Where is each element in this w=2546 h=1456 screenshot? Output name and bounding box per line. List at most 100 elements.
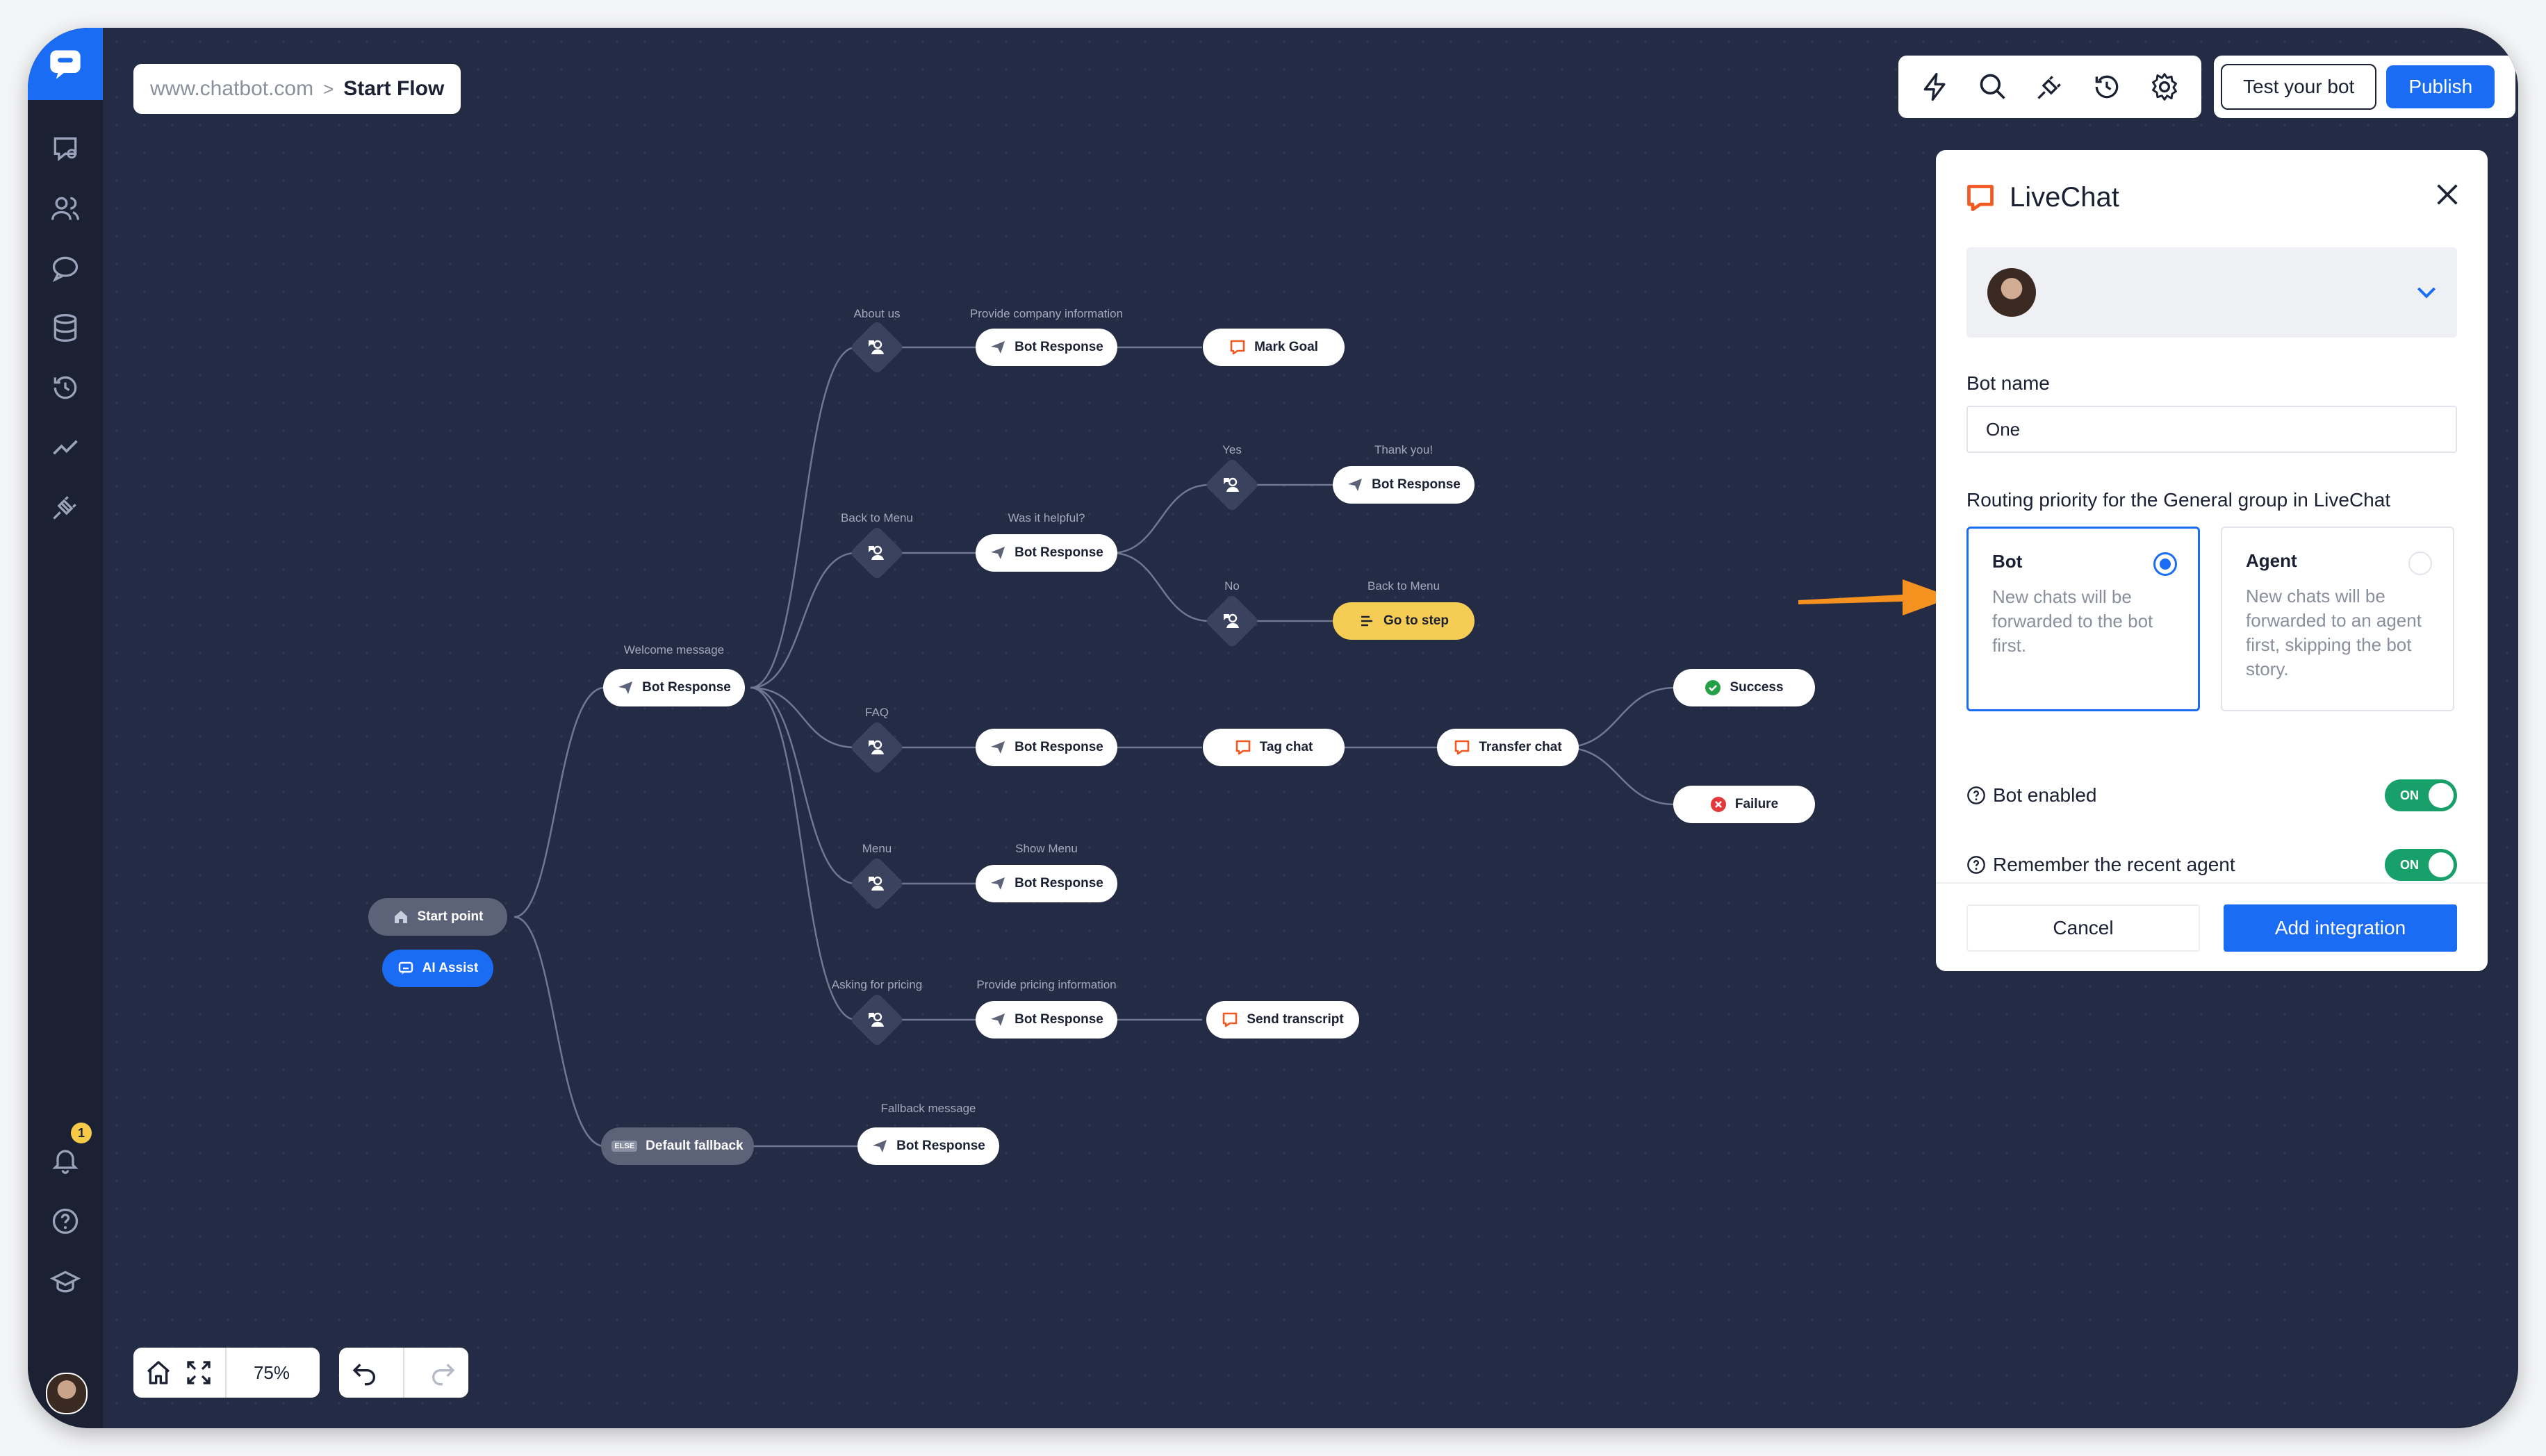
- account-avatar: [1987, 268, 2036, 317]
- sidebar-item-analytics[interactable]: [49, 431, 82, 464]
- node-label: Bot Response: [1015, 740, 1103, 754]
- settings-icon[interactable]: [2149, 72, 2180, 102]
- home-icon[interactable]: [145, 1359, 172, 1387]
- send-icon: [991, 1014, 1005, 1026]
- sidebar-item-users[interactable]: [49, 192, 82, 225]
- cancel-button[interactable]: Cancel: [1966, 904, 2200, 952]
- help-icon[interactable]: [1966, 786, 1986, 805]
- back-label: Back to Menu: [841, 511, 913, 524]
- publish-actions: Test your bot Publish: [2214, 56, 2515, 118]
- sidebar-item-chats[interactable]: [49, 132, 82, 165]
- success-node[interactable]: Success: [1673, 669, 1815, 706]
- user-input-icon: [869, 740, 884, 754]
- node-label: Bot Response: [1015, 1012, 1103, 1027]
- publish-button[interactable]: Publish: [2386, 65, 2495, 108]
- sidebar-item-stories[interactable]: [49, 251, 82, 285]
- home-icon: [394, 911, 407, 923]
- panel-title-text: LiveChat: [2010, 182, 2119, 213]
- mark-goal-node[interactable]: Mark Goal: [1203, 329, 1345, 366]
- bot-response-node[interactable]: Bot Response: [603, 669, 745, 706]
- bot-response-node[interactable]: Bot Response: [976, 865, 1117, 902]
- option-description: New chats will be forwarded to the bot f…: [1992, 586, 2153, 656]
- go-to-step-node[interactable]: Go to step: [1333, 602, 1475, 640]
- zoom-level[interactable]: 75%: [253, 1362, 290, 1383]
- fallback-label: Fallback message: [880, 1102, 976, 1115]
- menu-label: Menu: [862, 842, 892, 855]
- livechat-icon: [1455, 740, 1470, 755]
- sidebar-item-data[interactable]: [49, 311, 82, 345]
- close-icon[interactable]: [2433, 181, 2461, 208]
- routing-option-bot[interactable]: Bot New chats will be forwarded to the b…: [1966, 527, 2200, 711]
- bot-name-label: Bot name: [1966, 372, 2050, 394]
- canvas-toolbar: [1898, 56, 2201, 118]
- help-icon[interactable]: [1966, 855, 1986, 875]
- fit-screen-icon[interactable]: [185, 1359, 213, 1387]
- sidebar-item-integrations[interactable]: [49, 490, 82, 524]
- tag-chat-node[interactable]: Tag chat: [1203, 729, 1345, 766]
- node-label: Go to step: [1383, 613, 1449, 628]
- sidebar-item-help[interactable]: [49, 1205, 82, 1238]
- sidebar-item-notifications[interactable]: [49, 1143, 82, 1177]
- test-bot-button[interactable]: Test your bot: [2221, 64, 2377, 110]
- redo-icon[interactable]: [429, 1359, 457, 1387]
- breadcrumb-site[interactable]: www.chatbot.com: [150, 77, 314, 100]
- failure-node[interactable]: Failure: [1673, 786, 1815, 823]
- lightning-icon[interactable]: [1920, 72, 1950, 102]
- sidebar-item-academy[interactable]: [49, 1266, 82, 1299]
- user-input-icon: [869, 876, 884, 891]
- about-response-label: Provide company information: [969, 307, 1124, 320]
- check-circle-icon: [1705, 680, 1721, 695]
- node-label: Transfer chat: [1479, 740, 1562, 754]
- plug-icon[interactable]: [2035, 72, 2065, 102]
- history-icon[interactable]: [2092, 72, 2122, 102]
- bot-name-input[interactable]: One: [1966, 406, 2457, 453]
- bot-response-node[interactable]: Bot Response: [976, 729, 1117, 766]
- chatbot-logo[interactable]: [28, 28, 103, 100]
- bot-response-node[interactable]: Bot Response: [1333, 466, 1475, 504]
- help-icon: [52, 1208, 79, 1234]
- academy-icon: [50, 1271, 81, 1293]
- routing-label: Routing priority for the General group i…: [1966, 489, 2391, 511]
- option-description: New chats will be forwarded to an agent …: [2246, 586, 2422, 679]
- radio-unselected[interactable]: [2408, 552, 2432, 575]
- database-icon: [54, 314, 77, 342]
- else-badge: ELSE: [611, 1141, 638, 1152]
- sidebar-item-history[interactable]: [49, 371, 82, 404]
- add-integration-button[interactable]: Add integration: [2224, 904, 2457, 952]
- about-label: About us: [853, 307, 901, 320]
- node-label: Default fallback: [646, 1139, 744, 1153]
- account-select[interactable]: [1966, 247, 2457, 338]
- bot-response-node[interactable]: Bot Response: [976, 534, 1117, 572]
- bot-enabled-toggle[interactable]: ON: [2385, 779, 2457, 811]
- default-fallback-node[interactable]: ELSE Default fallback: [601, 1127, 754, 1165]
- option-title: Bot: [1992, 551, 2023, 572]
- users-icon: [51, 197, 79, 220]
- integrations-icon: [53, 496, 76, 520]
- user-avatar[interactable]: [46, 1373, 88, 1414]
- faq-label: FAQ: [864, 706, 889, 719]
- annotation-arrow-icon: [1798, 579, 1953, 615]
- routing-option-agent[interactable]: Agent New chats will be forwarded to an …: [2221, 527, 2454, 711]
- send-transcript-node[interactable]: Send transcript: [1206, 1001, 1359, 1039]
- divider: [225, 1348, 227, 1398]
- undo-icon[interactable]: [351, 1359, 379, 1387]
- node-label: AI Assist: [422, 961, 479, 975]
- node-label: Bot Response: [896, 1139, 985, 1153]
- breadcrumb: www.chatbot.com > Start Flow: [133, 64, 461, 114]
- livechat-icon: [1230, 340, 1245, 355]
- radio-selected[interactable]: [2153, 552, 2177, 576]
- breadcrumb-current: Start Flow: [343, 77, 445, 100]
- no-label: No: [1224, 579, 1240, 593]
- bot-response-node[interactable]: Bot Response: [976, 1001, 1117, 1039]
- remember-agent-toggle[interactable]: ON: [2385, 849, 2457, 881]
- node-label: Bot Response: [1015, 876, 1103, 891]
- transfer-chat-node[interactable]: Transfer chat: [1437, 729, 1579, 766]
- app-window: Welcome message About us Provide company…: [28, 28, 2518, 1428]
- chevron-down-icon: [2417, 287, 2436, 299]
- node-label: Bot Response: [642, 680, 731, 695]
- search-icon[interactable]: [1978, 72, 2008, 102]
- start-point-node[interactable]: Start point: [368, 898, 507, 936]
- bot-response-node[interactable]: Bot Response: [857, 1127, 999, 1165]
- bot-response-node[interactable]: Bot Response: [976, 329, 1117, 366]
- ai-assist-node[interactable]: AI Assist: [382, 950, 493, 987]
